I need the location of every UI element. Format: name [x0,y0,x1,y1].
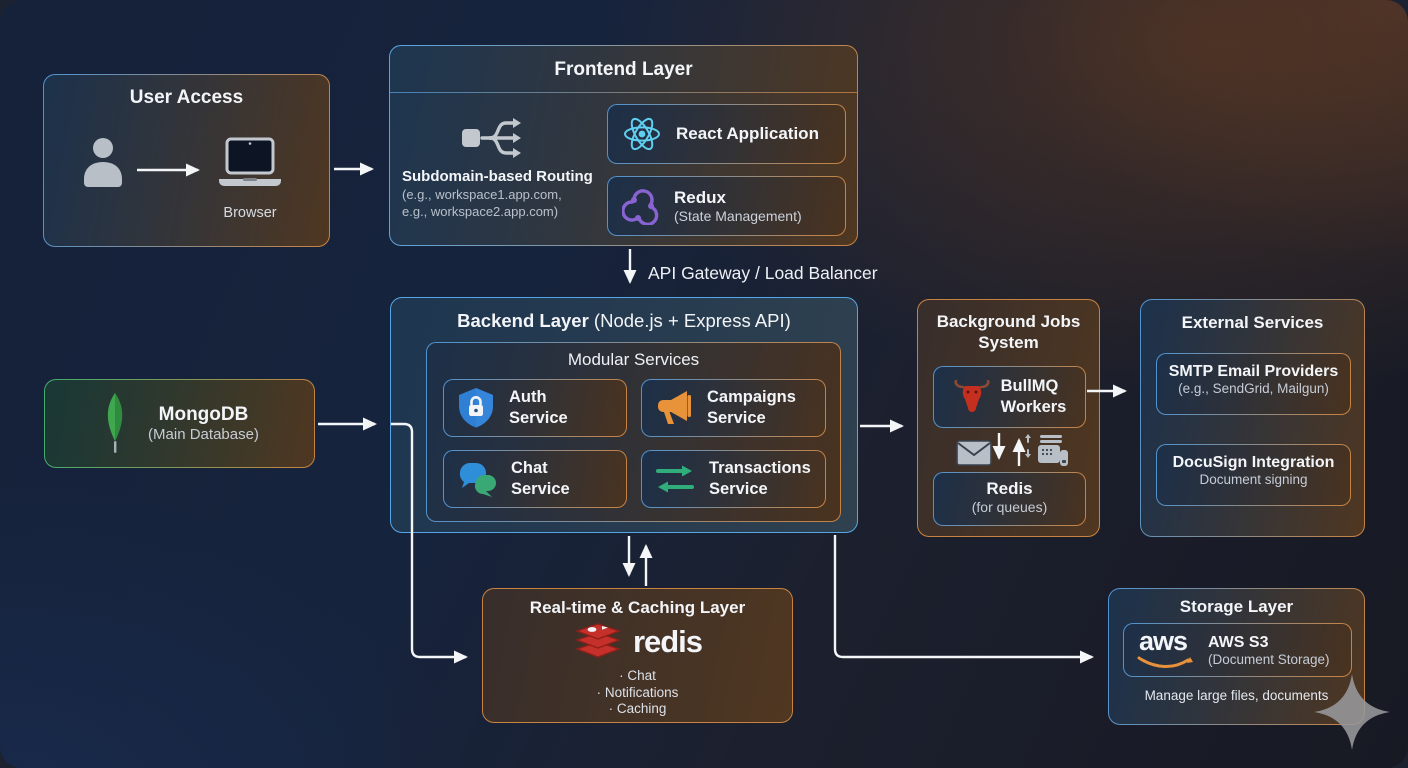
redux-box: Redux (State Management) [607,176,846,236]
react-icon [622,115,662,153]
auth-service-box: Auth Service [443,379,627,437]
aws-logo-icon: aws [1136,626,1194,670]
printer-jobs-icon [1024,434,1070,468]
mongodb-panel: MongoDB (Main Database) [44,379,315,468]
realtime-item-chat: · Chat [619,668,656,683]
backend-title-bold: Backend Layer [457,310,589,331]
arrow-backend-elbow-to-storage [833,535,1094,664]
background-jobs-panel: Background Jobs System BullMQ Workers [917,299,1100,537]
mongodb-leaf-icon [100,391,130,457]
subdomain-routing-line1: (e.g., workspace1.app.com, [402,187,562,202]
smtp-box: SMTP Email Providers (e.g., SendGrid, Ma… [1156,353,1351,415]
chat-service-line1: Chat [511,459,548,478]
api-gateway-label: API Gateway / Load Balancer [648,263,878,283]
external-services-panel: External Services SMTP Email Providers (… [1140,299,1365,537]
react-application-label: React Application [676,124,819,143]
aws-s3-box: aws AWS S3 (Document Storage) [1123,623,1352,677]
frontend-layer-panel: Frontend Layer Subdomain-based Routing [389,45,858,246]
aws-s3-subtitle: (Document Storage) [1208,651,1330,667]
subdomain-routing-line2: e.g., workspace2.app.com) [402,204,559,219]
frontend-header-divider [390,92,857,93]
user-access-title: User Access [129,87,244,108]
storage-caption: Manage large files, documents [1144,688,1329,703]
chat-service-line2: Service [511,480,570,498]
auth-service-line2: Service [509,409,568,427]
user-access-panel: User Access Browser [43,74,330,247]
background-jobs-title-line1: Background Jobs [936,312,1081,331]
person-icon [78,135,128,195]
redux-label: Redux [674,188,726,207]
modular-services-box: Modular Services Auth Service [426,342,841,522]
react-application-box: React Application [607,104,846,164]
realtime-item-caching: · Caching [608,701,667,717]
mongodb-title: MongoDB [158,404,249,425]
backend-layer-title: Backend Layer (Node.js + Express API) [391,310,857,332]
bullmq-workers-box: BullMQ Workers [933,366,1086,428]
smtp-title: SMTP Email Providers [1168,363,1339,380]
redis-wordmark: redis [632,624,703,659]
transactions-service-box: Transactions Service [641,450,826,508]
transfer-arrows-icon [654,462,696,496]
subdomain-routing-title: Subdomain-based Routing [402,168,593,185]
laptop-icon [216,137,284,191]
browser-label: Browser [223,205,277,221]
aws-wordmark: aws [1139,626,1188,656]
campaigns-service-box: Campaigns Service [641,379,826,437]
modular-services-title: Modular Services [567,350,700,369]
background-jobs-title-line2: System [978,333,1039,353]
realtime-item-notifications: · Notifications [596,684,679,700]
sparkle-watermark-icon [1312,672,1392,752]
campaigns-service-line2: Service [707,409,766,427]
megaphone-icon [654,388,694,428]
subdomain-routing-icon [460,112,528,164]
frontend-layer-title: Frontend Layer [554,59,693,80]
redux-icon [621,187,660,227]
storage-layer-title: Storage Layer [1179,597,1294,616]
docusign-box: DocuSign Integration Document signing [1156,444,1351,506]
transactions-service-line2: Service [709,480,768,498]
chat-bubbles-icon [456,460,498,498]
docusign-subtitle: Document signing [1199,472,1308,487]
redux-sublabel: (State Management) [674,208,802,224]
transactions-service-line1: Transactions [709,459,811,478]
smtp-subtitle: (e.g., SendGrid, Mailgun) [1178,381,1329,396]
redis-queues-subtitle: (for queues) [971,499,1048,515]
realtime-caching-panel: Real-time & Caching Layer redis · Chat ·… [482,588,793,723]
redis-queues-box: Redis (for queues) [933,472,1086,526]
auth-service-line1: Auth [509,388,547,407]
envelope-icon [956,440,992,466]
docusign-title: DocuSign Integration [1172,454,1335,471]
external-services-title: External Services [1181,313,1324,332]
aws-s3-title: AWS S3 [1208,633,1269,651]
bullmq-line1: BullMQ [1000,377,1059,396]
redis-logo-icon [573,621,623,663]
mongodb-subtitle: (Main Database) [148,426,259,443]
backend-title-rest: (Node.js + Express API) [588,310,791,331]
bullmq-line2: Workers [1000,398,1067,416]
backend-layer-panel: Backend Layer (Node.js + Express API) Mo… [390,297,858,533]
realtime-caching-title: Real-time & Caching Layer [529,598,746,617]
campaigns-service-line1: Campaigns [707,388,796,407]
storage-layer-panel: Storage Layer aws AWS S3 (Document Stora… [1108,588,1365,725]
redis-queues-title: Redis [986,479,1033,498]
chat-service-box: Chat Service [443,450,627,508]
shield-lock-icon [456,387,496,429]
bull-icon [953,379,991,414]
